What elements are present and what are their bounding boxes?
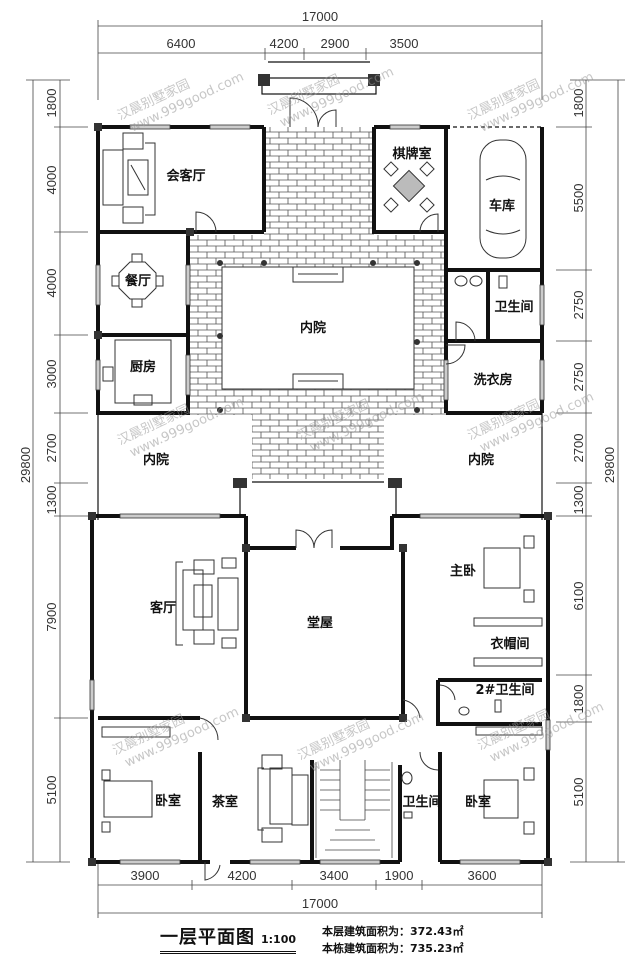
room-tea: 茶室 <box>212 794 238 810</box>
svg-text:3900: 3900 <box>131 868 160 883</box>
dimension-lines <box>26 20 625 918</box>
room-courtyard-left: 内院 <box>143 452 169 468</box>
room-courtyard-center: 内院 <box>300 320 326 336</box>
room-labels: 会客厅 棋牌室 车库 餐厅 厨房 内院 卫生间 洗衣房 内院 内院 客厅 堂屋 … <box>124 146 534 810</box>
room-kitchen: 厨房 <box>130 359 156 375</box>
svg-text:4200: 4200 <box>228 868 257 883</box>
svg-text:1800: 1800 <box>44 89 59 118</box>
svg-text:2700: 2700 <box>44 434 59 463</box>
room-bathroom-ne: 卫生间 <box>494 299 533 315</box>
svg-text:1800: 1800 <box>571 89 586 118</box>
svg-text:3600: 3600 <box>468 868 497 883</box>
drawing-scale: 1:100 <box>261 933 297 946</box>
room-bathroom-2: 2#卫生间 <box>476 682 535 698</box>
floor-area-value: 372.43㎡ <box>410 925 464 938</box>
svg-text:1300: 1300 <box>571 486 586 515</box>
brick-paving <box>190 127 446 479</box>
room-laundry: 洗衣房 <box>473 372 512 388</box>
svg-text:2700: 2700 <box>571 434 586 463</box>
svg-text:1300: 1300 <box>44 486 59 515</box>
svg-text:5100: 5100 <box>44 776 59 805</box>
total-area-label: 本栋建筑面积为： <box>322 942 410 955</box>
svg-text:17000: 17000 <box>302 9 338 24</box>
room-dining: 餐厅 <box>124 273 151 289</box>
doors <box>195 97 476 881</box>
room-closet: 衣帽间 <box>490 636 529 652</box>
svg-text:29800: 29800 <box>18 447 33 483</box>
room-bedroom-sw: 卧室 <box>155 793 181 809</box>
svg-text:1900: 1900 <box>385 868 414 883</box>
courtyard-details <box>217 260 420 413</box>
dimension-labels: 17000 6400 4200 2900 3500 3900 4200 3400… <box>18 9 617 911</box>
svg-text:2750: 2750 <box>571 291 586 320</box>
room-main-hall: 堂屋 <box>307 615 333 631</box>
svg-text:5100: 5100 <box>571 778 586 807</box>
svg-text:2900: 2900 <box>321 36 350 51</box>
total-area-value: 735.23㎡ <box>410 942 464 955</box>
svg-text:3400: 3400 <box>320 868 349 883</box>
columns <box>88 74 552 866</box>
svg-text:5500: 5500 <box>571 184 586 213</box>
svg-text:6100: 6100 <box>571 582 586 611</box>
title-text: 一层平面图 <box>160 927 255 948</box>
svg-text:4000: 4000 <box>44 269 59 298</box>
room-master-bedroom: 主卧 <box>450 563 476 579</box>
room-bathroom-s: 卫生间 <box>402 794 441 810</box>
svg-text:1800: 1800 <box>571 685 586 714</box>
floor-area: 本层建筑面积为：372.43㎡ <box>322 923 463 939</box>
room-reception: 会客厅 <box>166 168 205 184</box>
room-living: 客厅 <box>150 600 176 616</box>
svg-text:3500: 3500 <box>390 36 419 51</box>
room-courtyard-right: 内院 <box>468 452 494 468</box>
room-chess: 棋牌室 <box>391 146 431 162</box>
svg-text:3000: 3000 <box>44 360 59 389</box>
room-garage: 车库 <box>489 198 515 214</box>
svg-text:6400: 6400 <box>167 36 196 51</box>
svg-text:17000: 17000 <box>302 896 338 911</box>
svg-text:4000: 4000 <box>44 166 59 195</box>
windows <box>89 124 551 865</box>
room-bedroom-se: 卧室 <box>465 794 491 810</box>
svg-text:29800: 29800 <box>602 447 617 483</box>
total-area: 本栋建筑面积为：735.23㎡ <box>322 940 463 956</box>
furniture <box>101 132 543 858</box>
drawing-title: 一层平面图 1:100 <box>160 927 297 954</box>
svg-text:2750: 2750 <box>571 363 586 392</box>
floor-area-label: 本层建筑面积为： <box>322 925 410 938</box>
svg-text:7900: 7900 <box>44 603 59 632</box>
svg-text:4200: 4200 <box>270 36 299 51</box>
